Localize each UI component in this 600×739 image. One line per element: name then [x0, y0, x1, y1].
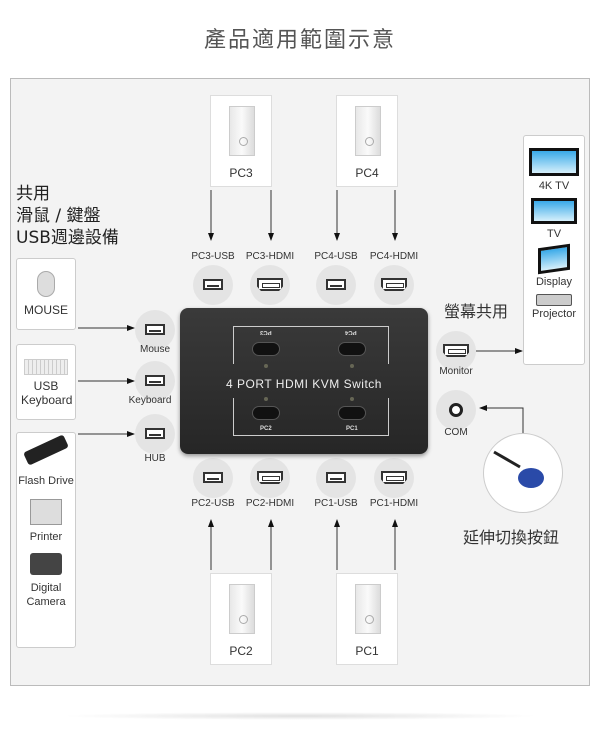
keyboard-icon: [24, 359, 68, 375]
camera-icon: [30, 553, 62, 575]
hdmi-port-icon: [374, 458, 414, 498]
pc3-computer: PC3: [210, 95, 272, 187]
port-label: Keyboard: [128, 395, 172, 406]
port-label: PC1-USB: [314, 498, 358, 509]
pc-tower-icon: [355, 584, 381, 634]
port-label: Mouse: [139, 344, 170, 355]
heading-line: 共用: [16, 184, 50, 204]
pc4-select-button[interactable]: [338, 342, 366, 356]
device-label: Projector: [531, 308, 577, 320]
switch-pc4-label: PC4: [345, 329, 357, 335]
port-label: PC4-HDMI: [369, 251, 419, 262]
port-label: COM: [444, 427, 468, 438]
usb-port-icon: [316, 265, 356, 305]
device-label: Display: [535, 276, 573, 288]
usb-peripherals-group: Flash Drive Printer Digital Camera: [16, 432, 76, 648]
pc1-select-button[interactable]: [338, 406, 366, 420]
device-label: MOUSE: [23, 303, 68, 317]
usb-port-icon: [193, 458, 233, 498]
remote-switch-image: [483, 433, 563, 513]
heading-line: 滑鼠 / 鍵盤: [16, 206, 101, 226]
port-label: Monitor: [439, 366, 473, 377]
switch-model-name: 4 PORT HDMI KVM Switch: [226, 377, 382, 391]
usb-port-icon: [316, 458, 356, 498]
flash-drive-icon: [23, 434, 69, 466]
hdmi-port-icon: [374, 265, 414, 305]
keyboard-device: USB Keyboard: [16, 344, 76, 420]
hdmi-port-icon: [250, 265, 290, 305]
pc-label: PC4: [355, 166, 379, 180]
monitor-share-label: 螢幕共用: [444, 302, 509, 321]
remote-switch-label: 延伸切換按鈕: [463, 528, 560, 547]
kvm-switch-device: PC3 PC4 4 PORT HDMI KVM Switch PC2 PC1: [180, 308, 428, 454]
led-indicator: [350, 364, 354, 368]
remote-button-icon: [518, 468, 544, 488]
com-port-icon: [436, 390, 476, 430]
hdmi-port-icon: [436, 331, 476, 371]
port-label: PC3-USB: [191, 251, 235, 262]
pc1-computer: PC1: [336, 573, 398, 665]
device-label: 4K TV: [538, 180, 570, 192]
top-button-frame: [233, 326, 389, 364]
mouse-device: MOUSE: [16, 258, 76, 330]
port-label: PC2-USB: [191, 498, 235, 509]
pc2-computer: PC2: [210, 573, 272, 665]
port-label: PC1-HDMI: [369, 498, 419, 509]
4k-tv-icon: [529, 148, 579, 176]
led-indicator: [264, 397, 268, 401]
switch-pc1-label: PC1: [346, 426, 358, 432]
device-label: TV: [546, 228, 562, 240]
display-icon: [538, 243, 570, 275]
hdmi-port-icon: [250, 458, 290, 498]
usb-port-icon: [135, 414, 175, 454]
printer-icon: [30, 499, 62, 525]
port-label: HUB: [144, 453, 166, 464]
switch-pc3-label: PC3: [260, 329, 272, 335]
page-title: 產品適用範圍示意: [203, 28, 396, 53]
bottom-button-frame: [233, 398, 389, 436]
device-label: Digital Camera: [26, 582, 66, 608]
port-label: PC3-HDMI: [245, 251, 295, 262]
pc-tower-icon: [355, 106, 381, 156]
led-indicator: [350, 397, 354, 401]
device-label: USB Keyboard: [21, 379, 73, 407]
pc-tower-icon: [229, 106, 255, 156]
device-label: Printer: [29, 531, 63, 543]
pc-label: PC2: [229, 644, 253, 658]
pc3-select-button[interactable]: [252, 342, 280, 356]
shared-usb-heading: 共用 滑鼠 / 鍵盤 USB週邊設備: [16, 183, 119, 249]
panel-shadow: [60, 712, 540, 720]
led-indicator: [264, 364, 268, 368]
device-label: Flash Drive: [18, 475, 74, 487]
pc2-select-button[interactable]: [252, 406, 280, 420]
mouse-icon: [37, 271, 55, 297]
switch-pc2-label: PC2: [260, 426, 272, 432]
pc4-computer: PC4: [336, 95, 398, 187]
projector-icon: [536, 294, 572, 306]
pc-tower-icon: [229, 584, 255, 634]
tv-icon: [531, 198, 577, 224]
usb-port-icon: [135, 361, 175, 401]
port-label: PC4-USB: [314, 251, 358, 262]
port-label: PC2-HDMI: [245, 498, 295, 509]
usb-port-icon: [135, 310, 175, 350]
heading-line: USB週邊設備: [16, 228, 119, 248]
display-devices-group: 4K TV TV Display Projector: [523, 135, 585, 365]
pc-label: PC1: [355, 644, 379, 658]
cable-icon: [493, 450, 521, 469]
usb-port-icon: [193, 265, 233, 305]
pc-label: PC3: [229, 166, 253, 180]
